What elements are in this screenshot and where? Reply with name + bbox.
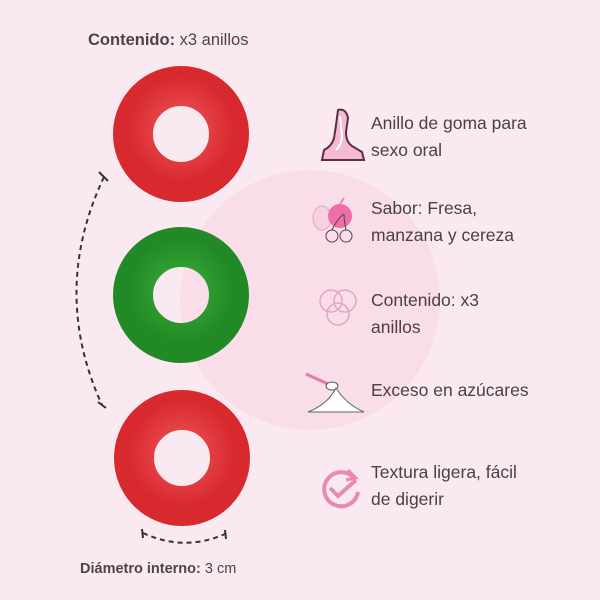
feature-line: Exceso en azúcares [371,380,529,400]
check-cycle-icon [322,468,360,509]
fruits-icon [312,197,353,243]
feature-line: manzana y cereza [371,225,514,245]
three-rings-icon [319,289,357,326]
feature-line: Anillo de goma para [371,113,527,133]
diameter-caption: Diámetro interno: 3 cm [80,561,236,577]
sugar-spoon-icon [305,372,365,413]
feature-line: anillos [371,317,421,337]
diameter-label: Diámetro interno: [80,561,201,577]
diameter-dashed-arc [142,532,226,544]
feature-sugar: Exceso en azúcares [371,377,591,404]
feature-contents: Contenido: x3 anillos [371,287,591,341]
ring-red-bottom [114,390,250,526]
feature-line: Contenido: x3 [371,290,479,310]
ring-toy-icon [320,108,366,161]
contents-label: Contenido: [88,31,176,49]
feature-line: Sabor: Fresa, [371,198,478,218]
contents-value: x3 anillos [179,31,249,49]
ring-red-top [113,66,249,202]
feature-line: Textura ligera, fácil [371,462,517,482]
diameter-value: 3 cm [204,561,237,577]
feature-texture: Textura ligera, fácil de digerir [371,459,591,513]
feature-flavor: Sabor: Fresa, manzana y cereza [371,195,591,249]
feature-oral-ring: Anillo de goma para sexo oral [371,110,591,164]
height-dashed-arc [75,176,105,406]
ring-green [113,227,249,363]
contents-heading: Contenido: x3 anillos [88,31,248,50]
feature-line: de digerir [371,489,444,509]
feature-line: sexo oral [371,140,443,160]
rings-illustration [75,66,250,544]
